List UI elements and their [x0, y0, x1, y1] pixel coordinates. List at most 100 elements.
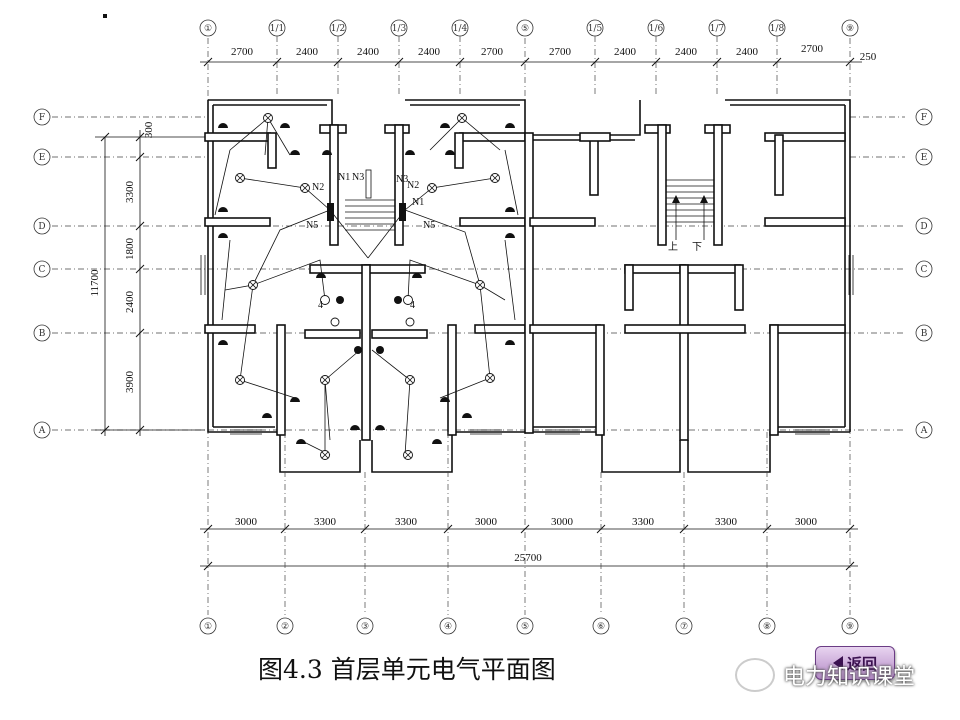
- bottom-dim-1: 3000: [235, 516, 258, 528]
- top-dim-6: 2700: [549, 46, 572, 58]
- svg-text:⑤: ⑤: [521, 622, 529, 632]
- top-dim-2: 2400: [296, 46, 319, 58]
- top-dimension-row: 2700 2400 2400 2400 2700 2700 2400 2400 …: [200, 43, 877, 67]
- building-walls: [204, 99, 851, 473]
- stairwell-right: 上 下: [666, 179, 714, 253]
- top-dim-7: 2400: [614, 46, 637, 58]
- back-button[interactable]: 返回: [815, 646, 895, 680]
- panel-box-left: [327, 203, 334, 221]
- svg-text:②: ②: [281, 622, 289, 632]
- axis-bottom-1: ①: [199, 617, 217, 635]
- left-dim-3: 1800: [124, 238, 136, 261]
- axis-top-1-2: 1/2: [329, 19, 347, 37]
- bottom-dim-4: 3000: [475, 516, 498, 528]
- axis-bottom-8: ⑧: [758, 617, 776, 635]
- bottom-dim-6: 3300: [632, 516, 655, 528]
- svg-text:1/8: 1/8: [770, 24, 785, 34]
- axis-bottom-6: ⑥: [592, 617, 610, 635]
- total-depth: 11700: [89, 269, 101, 297]
- axis-bottom-7: ⑦: [675, 617, 693, 635]
- svg-text:F: F: [921, 113, 927, 123]
- exhaust-fan-icon: [354, 346, 362, 354]
- lamp-icon: [405, 317, 415, 327]
- wechat-icon: [735, 658, 775, 692]
- axis-row-C-left: C: [33, 260, 51, 278]
- svg-text:③: ③: [361, 622, 369, 632]
- bottom-dim-2: 3300: [314, 516, 337, 528]
- axis-top-1-3: 1/3: [390, 19, 408, 37]
- svg-text:A: A: [920, 426, 928, 436]
- top-dim-1: 2700: [231, 46, 254, 58]
- axis-row-A-left: A: [33, 421, 51, 439]
- panel-box-right: [399, 203, 406, 221]
- svg-text:C: C: [39, 265, 46, 275]
- stair-label-up: 上: [668, 241, 678, 253]
- figure-title-text: 图4.3 首层单元电气平面图: [258, 655, 556, 684]
- panel-label-n2-left: N2: [312, 182, 324, 193]
- svg-text:1/7: 1/7: [710, 24, 725, 34]
- corner-dot: [103, 14, 107, 18]
- bottom-dim-5: 3000: [551, 516, 574, 528]
- panel-label-n3-left: N3: [352, 172, 364, 183]
- stair-label-down: 下: [692, 242, 702, 253]
- svg-text:D: D: [920, 222, 927, 232]
- panel-label-n1-right: N1: [412, 197, 424, 208]
- bottom-dim-3: 3300: [395, 516, 418, 528]
- axis-top-1-4: 1/4: [451, 19, 469, 37]
- axis-top-1-7: 1/7: [708, 19, 726, 37]
- svg-text:1/4: 1/4: [453, 24, 468, 34]
- panel-label-n1-left: N1: [338, 172, 350, 183]
- panel-label-n5-right: N5: [423, 220, 435, 231]
- axis-top-1: ①: [199, 19, 217, 37]
- svg-text:1/5: 1/5: [588, 24, 603, 34]
- axis-top-1-8: 1/8: [768, 19, 786, 37]
- top-axis-labels: ① 1/1 1/2 1/3 1/4 ⑤ 1/5 1/6 1/7 1/8 ⑨: [199, 19, 859, 95]
- svg-text:B: B: [921, 329, 928, 339]
- svg-text:⑨: ⑨: [846, 622, 854, 632]
- top-dim-8: 2400: [675, 46, 698, 58]
- top-dim-9: 2400: [736, 46, 759, 58]
- svg-text:1/6: 1/6: [649, 24, 664, 34]
- svg-text:⑤: ⑤: [521, 24, 529, 34]
- axis-bottom-9: ⑨: [841, 617, 859, 635]
- panel-label-n3-right: N3: [396, 174, 408, 185]
- top-dim-4: 2400: [418, 46, 441, 58]
- fixture-number-left: 4: [318, 300, 323, 311]
- axis-row-F-left: F: [33, 108, 51, 126]
- exhaust-fan-icon: [394, 296, 402, 304]
- top-dim-11: 250: [860, 51, 877, 63]
- svg-text:⑦: ⑦: [680, 622, 688, 632]
- lamp-icon: [403, 295, 413, 305]
- svg-text:①: ①: [204, 24, 212, 34]
- windows: [200, 255, 854, 435]
- svg-text:1/1: 1/1: [270, 24, 284, 34]
- row-axis-labels: F E D C B A F E D C B A: [33, 108, 933, 439]
- svg-text:E: E: [921, 153, 928, 163]
- bottom-dimension-row: 3000 3300 3300 3000 3000 3300 3300 3000 …: [200, 432, 858, 615]
- ceiling-lamps: 4 4: [235, 113, 500, 460]
- axis-row-D-left: D: [33, 217, 51, 235]
- panel-label-n5-left: N5: [306, 220, 318, 231]
- left-dim-4: 2400: [124, 291, 136, 314]
- axis-row-D-right: D: [915, 217, 933, 235]
- exhaust-fan-icon: [336, 296, 344, 304]
- socket-symbols: [218, 123, 515, 444]
- axis-row-A-right: A: [915, 421, 933, 439]
- svg-text:B: B: [39, 329, 46, 339]
- axis-top-5: ⑤: [516, 19, 534, 37]
- axis-bottom-5: ⑤: [516, 617, 534, 635]
- bottom-dim-7: 3300: [715, 516, 738, 528]
- svg-text:④: ④: [444, 622, 452, 632]
- axis-top-1-5: 1/5: [586, 19, 604, 37]
- back-button-label: 返回: [846, 654, 877, 673]
- axis-bottom-3: ③: [356, 617, 374, 635]
- fixture-number-right: 4: [410, 300, 415, 311]
- total-width: 25700: [514, 552, 542, 564]
- stairwell-left: [345, 169, 395, 231]
- axis-top-9: ⑨: [841, 19, 859, 37]
- svg-text:D: D: [38, 222, 45, 232]
- axis-bottom-4: ④: [439, 617, 457, 635]
- watermark-text: 电力知识课堂: [783, 665, 916, 690]
- top-dim-5: 2700: [481, 46, 504, 58]
